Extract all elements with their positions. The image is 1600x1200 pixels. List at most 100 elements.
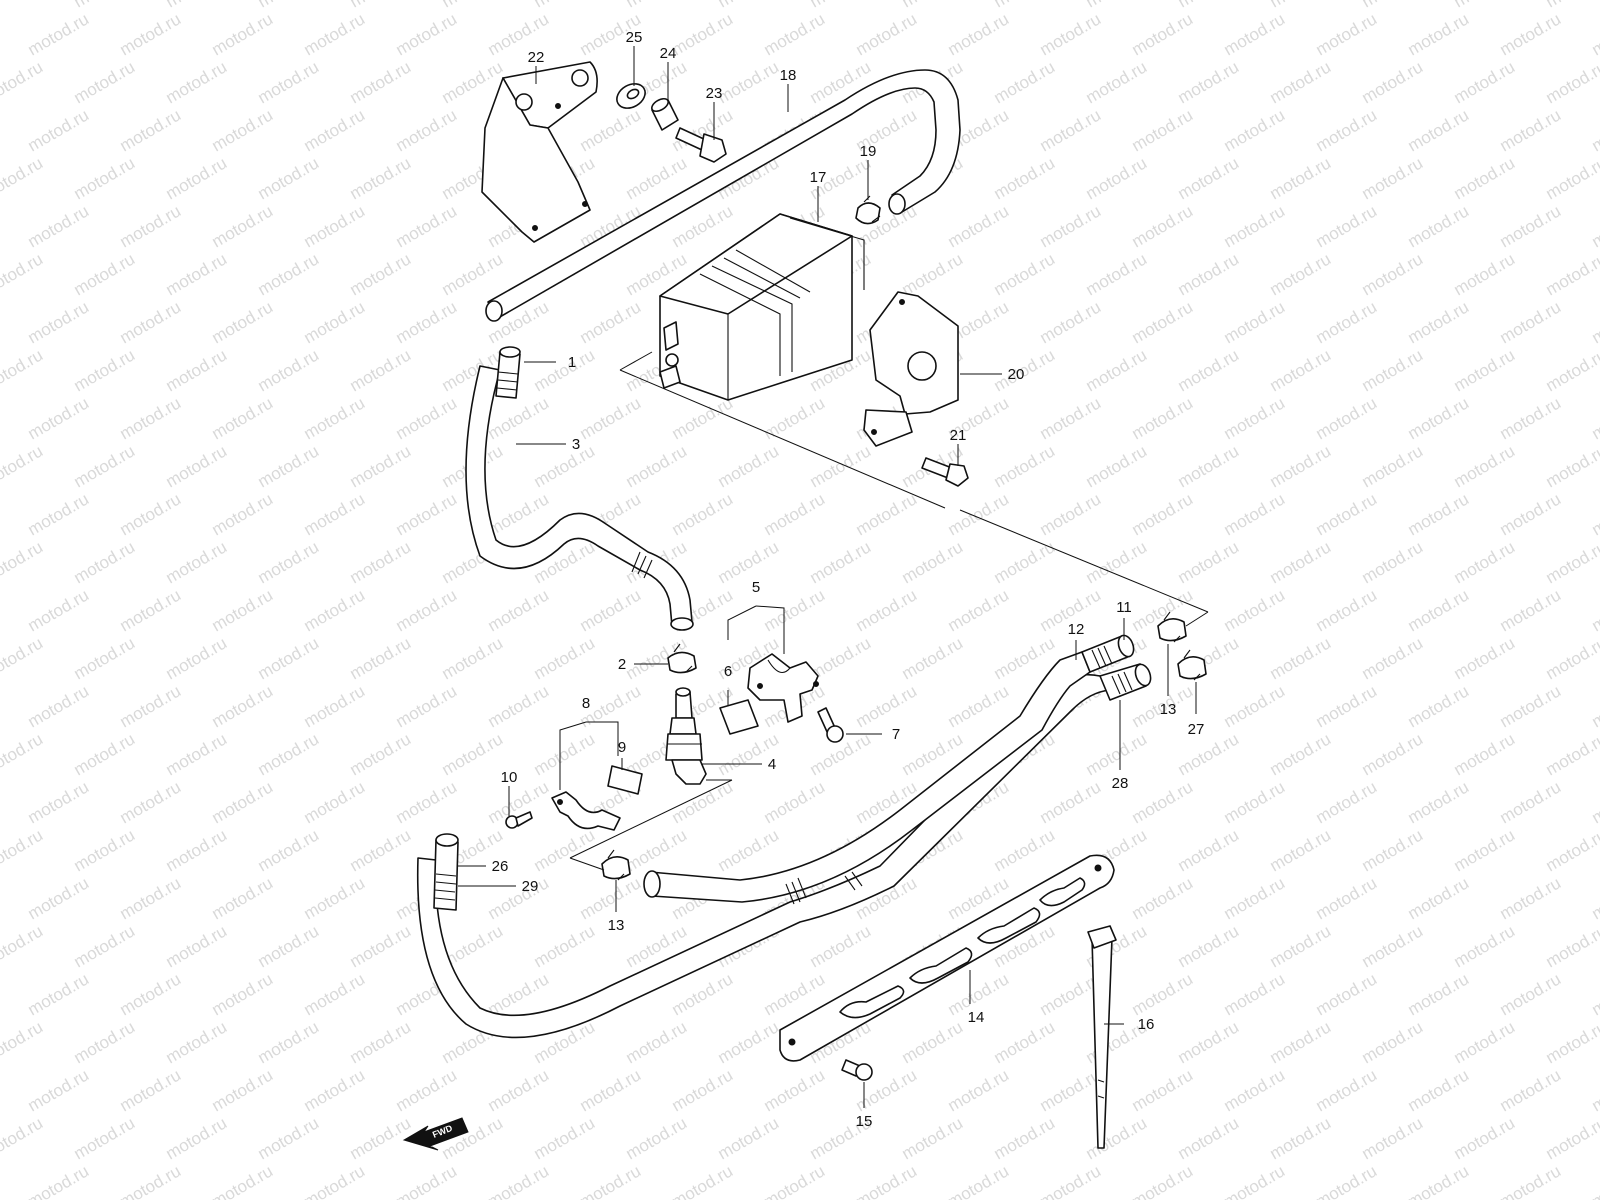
callout-7: 7 bbox=[892, 726, 900, 743]
watermark-text: motod.ru bbox=[393, 297, 461, 347]
watermark-text: motod.ru bbox=[1083, 537, 1151, 587]
watermark-text: motod.ru bbox=[1405, 393, 1473, 443]
watermark-text: motod.ru bbox=[1313, 873, 1381, 923]
watermark-text: motod.ru bbox=[0, 249, 46, 299]
watermark-text: motod.ru bbox=[1451, 921, 1519, 971]
watermark-text: motod.ru bbox=[393, 9, 461, 59]
watermark-text: motod.ru bbox=[715, 537, 783, 587]
watermark-text: motod.ru bbox=[1589, 873, 1600, 923]
watermark-text: motod.ru bbox=[209, 393, 277, 443]
watermark-text: motod.ru bbox=[577, 105, 645, 155]
callout-15: 15 bbox=[856, 1113, 873, 1130]
watermark-text: motod.ru bbox=[1359, 537, 1427, 587]
callout-11: 11 bbox=[1116, 599, 1132, 616]
leader-lines bbox=[458, 46, 1197, 1108]
watermark-text: motod.ru bbox=[991, 57, 1059, 107]
part-5-bracket bbox=[747, 653, 819, 723]
watermark-text: motod.ru bbox=[1313, 1065, 1381, 1115]
watermark-text: motod.ru bbox=[1359, 1017, 1427, 1067]
watermark-text: motod.ru bbox=[1497, 1161, 1565, 1200]
watermark-text: motod.ru bbox=[715, 1017, 783, 1067]
watermark-text: motod.ru bbox=[1589, 585, 1600, 635]
assembly-lines bbox=[569, 351, 1209, 871]
watermark-text: motod.ru bbox=[577, 393, 645, 443]
watermark-text: motod.ru bbox=[1497, 969, 1565, 1019]
watermark-text: motod.ru bbox=[1175, 537, 1243, 587]
part-13-clip-upper bbox=[1157, 611, 1187, 643]
callout-1: 1 bbox=[568, 354, 576, 371]
watermark-text: motod.ru bbox=[1267, 633, 1335, 683]
watermark-text: motod.ru bbox=[1221, 105, 1289, 155]
watermark-text: motod.ru bbox=[577, 585, 645, 635]
watermark-text: motod.ru bbox=[1359, 441, 1427, 491]
watermark-text: motod.ru bbox=[1267, 153, 1335, 203]
watermark-text: motod.ru bbox=[899, 249, 967, 299]
watermark-text: motod.ru bbox=[255, 441, 323, 491]
part-3-hose bbox=[465, 365, 694, 631]
watermark-text: motod.ru bbox=[163, 249, 231, 299]
watermark-text: motod.ru bbox=[1037, 1065, 1105, 1115]
watermark-text: motod.ru bbox=[255, 345, 323, 395]
watermark-text: motod.ru bbox=[1543, 537, 1600, 587]
watermark-text: motod.ru bbox=[1497, 297, 1565, 347]
watermark-text: motod.ru bbox=[393, 681, 461, 731]
watermark-text: motod.ru bbox=[301, 681, 369, 731]
watermark-text: motod.ru bbox=[1129, 393, 1197, 443]
watermark-text: motod.ru bbox=[209, 585, 277, 635]
watermark-text: motod.ru bbox=[1589, 105, 1600, 155]
watermark-text: motod.ru bbox=[945, 201, 1013, 251]
watermark-text: motod.ru bbox=[1405, 1161, 1473, 1200]
watermark-text: motod.ru bbox=[439, 249, 507, 299]
watermark-text: motod.ru bbox=[163, 345, 231, 395]
watermark-text: motod.ru bbox=[25, 201, 93, 251]
callout-27: 27 bbox=[1188, 721, 1205, 738]
part-16-tie bbox=[1087, 925, 1117, 1149]
watermark-text: motod.ru bbox=[1589, 201, 1600, 251]
watermark-text: motod.ru bbox=[1359, 729, 1427, 779]
watermark-text: motod.ru bbox=[623, 441, 691, 491]
callout-2: 2 bbox=[618, 656, 626, 673]
watermark-text: motod.ru bbox=[347, 1113, 415, 1163]
watermark-text: motod.ru bbox=[209, 489, 277, 539]
watermark-text: motod.ru bbox=[1221, 1161, 1289, 1200]
watermark-text: motod.ru bbox=[991, 537, 1059, 587]
part-14-strap bbox=[779, 854, 1115, 1062]
watermark-text: motod.ru bbox=[1543, 441, 1600, 491]
watermark-text: motod.ru bbox=[1543, 0, 1600, 11]
watermark-text: motod.ru bbox=[117, 105, 185, 155]
watermark-text: motod.ru bbox=[301, 873, 369, 923]
watermark-text: motod.ru bbox=[1267, 537, 1335, 587]
watermark-text: motod.ru bbox=[623, 825, 691, 875]
watermark-text: motod.ru bbox=[209, 105, 277, 155]
watermark-text: motod.ru bbox=[577, 1065, 645, 1115]
watermark-text: motod.ru bbox=[1221, 585, 1289, 635]
watermark-text: motod.ru bbox=[485, 585, 553, 635]
watermark-text: motod.ru bbox=[117, 585, 185, 635]
watermark-text: motod.ru bbox=[25, 9, 93, 59]
watermark-text: motod.ru bbox=[1267, 729, 1335, 779]
watermark-text: motod.ru bbox=[301, 297, 369, 347]
watermark-text: motod.ru bbox=[1221, 777, 1289, 827]
watermark-text: motod.ru bbox=[853, 9, 921, 59]
watermark-text: motod.ru bbox=[255, 1017, 323, 1067]
watermark-text: motod.ru bbox=[1175, 57, 1243, 107]
part-27-clip bbox=[1177, 649, 1207, 681]
watermark-text: motod.ru bbox=[25, 969, 93, 1019]
callout-6: 6 bbox=[724, 663, 732, 680]
watermark-text: motod.ru bbox=[1129, 969, 1197, 1019]
callout-18: 18 bbox=[780, 67, 797, 84]
watermark-text: motod.ru bbox=[945, 681, 1013, 731]
watermark-text: motod.ru bbox=[1405, 777, 1473, 827]
watermark-text: motod.ru bbox=[531, 441, 599, 491]
watermark-text: motod.ru bbox=[163, 1113, 231, 1163]
watermark-text: motod.ru bbox=[1129, 777, 1197, 827]
watermark-text: motod.ru bbox=[255, 153, 323, 203]
watermark-text: motod.ru bbox=[1359, 921, 1427, 971]
watermark-text: motod.ru bbox=[0, 0, 46, 11]
watermark-text: motod.ru bbox=[1543, 729, 1600, 779]
watermark-text: motod.ru bbox=[1313, 489, 1381, 539]
watermark-text: motod.ru bbox=[945, 489, 1013, 539]
watermark-text: motod.ru bbox=[117, 777, 185, 827]
watermark-text: motod.ru bbox=[669, 9, 737, 59]
watermark-text: motod.ru bbox=[209, 9, 277, 59]
